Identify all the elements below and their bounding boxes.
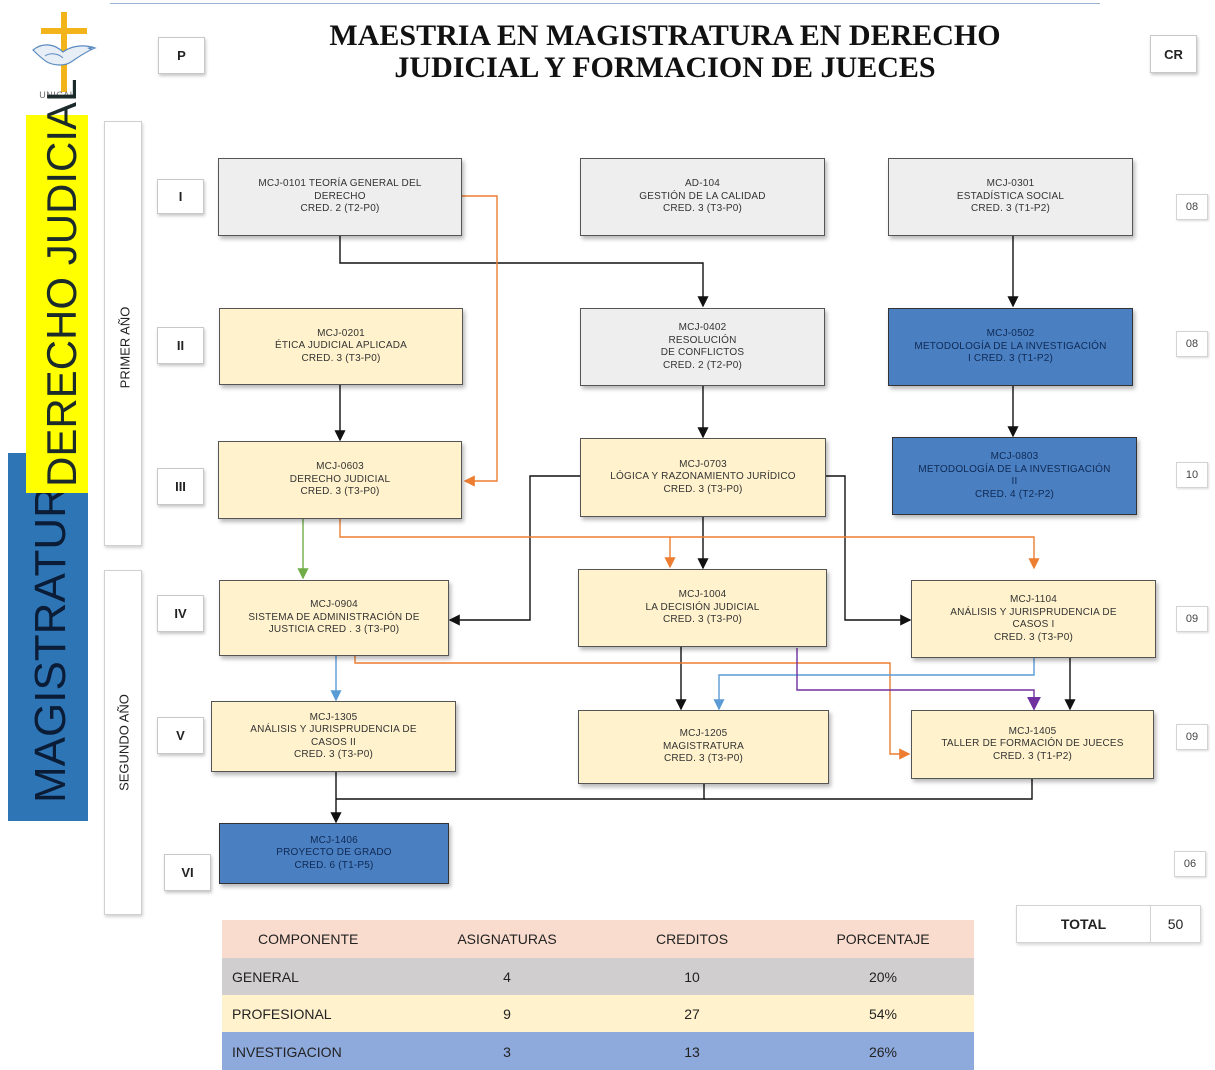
year-label-second: SEGUNDO AÑO xyxy=(116,694,132,791)
credits-header: CR xyxy=(1150,35,1197,73)
year-label-first: PRIMER AÑO xyxy=(117,306,133,389)
credits-period-II: 08 xyxy=(1176,331,1208,357)
table-row: GENERAL 4 10 20% xyxy=(222,958,974,995)
period-IV: IV xyxy=(157,595,204,632)
band-derecho-judicial: DERECHO JUDICIAL xyxy=(26,78,88,493)
credits-period-IV: 09 xyxy=(1176,606,1208,632)
arrow-0703-to-0904 xyxy=(448,475,580,626)
credits-period-I: 08 xyxy=(1176,194,1208,220)
period-II: II xyxy=(157,327,204,364)
arrow-1104-to-1205 xyxy=(713,658,1035,711)
period-VI: VI xyxy=(164,854,211,891)
unicah-logo xyxy=(25,8,105,103)
header-componente: COMPONENTE xyxy=(258,931,359,947)
period-V: V xyxy=(157,717,204,754)
arrow-0603-to-1104 xyxy=(339,519,1040,570)
credits-period-III: 10 xyxy=(1176,462,1208,488)
total-value: 50 xyxy=(1167,916,1184,932)
header-creditos: CREDITOS xyxy=(655,931,729,947)
table-row: PROFESIONAL 9 27 54% xyxy=(222,995,974,1032)
table-row: INVESTIGACION 3 13 26% xyxy=(222,1032,974,1070)
summary-table: COMPONENTE ASIGNATURAS CREDITOS PORCENTA… xyxy=(222,920,974,1070)
header-porcentaje: PORCENTAJE xyxy=(836,931,930,947)
logo-caption: UNICAH xyxy=(39,90,77,100)
band-derecho-label: DERECHO JUDICIAL xyxy=(38,78,85,487)
title-line-2: JUDICIAL Y FORMACION DE JUECES xyxy=(394,51,936,84)
title-line-1: MAESTRIA EN MAGISTRATURA EN DERECHO xyxy=(329,19,1001,52)
year-box-second: SEGUNDO AÑO xyxy=(104,570,142,915)
arrow-0101-to-0402 xyxy=(339,236,709,308)
line-1205-to-1406 xyxy=(336,784,705,800)
period-header: P xyxy=(158,37,205,74)
band-magistratura-label: MAGISTRATURA xyxy=(26,456,75,803)
cross-dove-icon xyxy=(32,12,97,92)
page-title: MAESTRIA EN MAGISTRATURA EN DERECHO JUDI… xyxy=(215,20,1115,84)
band-magistratura: MAGISTRATURA xyxy=(8,453,88,821)
period-I: I xyxy=(157,179,204,214)
total-label: TOTAL xyxy=(1017,906,1151,942)
period-III: III xyxy=(157,468,204,505)
arrow-0101-to-0603 xyxy=(462,195,498,487)
year-box-first: PRIMER AÑO xyxy=(104,121,142,546)
credits-period-VI: 06 xyxy=(1174,851,1206,877)
top-rule xyxy=(110,3,1100,4)
header-asignaturas: ASIGNATURAS xyxy=(457,931,557,947)
total-credits-box: TOTAL 50 xyxy=(1016,905,1201,943)
summary-header-row: COMPONENTE ASIGNATURAS CREDITOS PORCENTA… xyxy=(222,920,974,958)
credits-period-V: 09 xyxy=(1176,724,1208,750)
